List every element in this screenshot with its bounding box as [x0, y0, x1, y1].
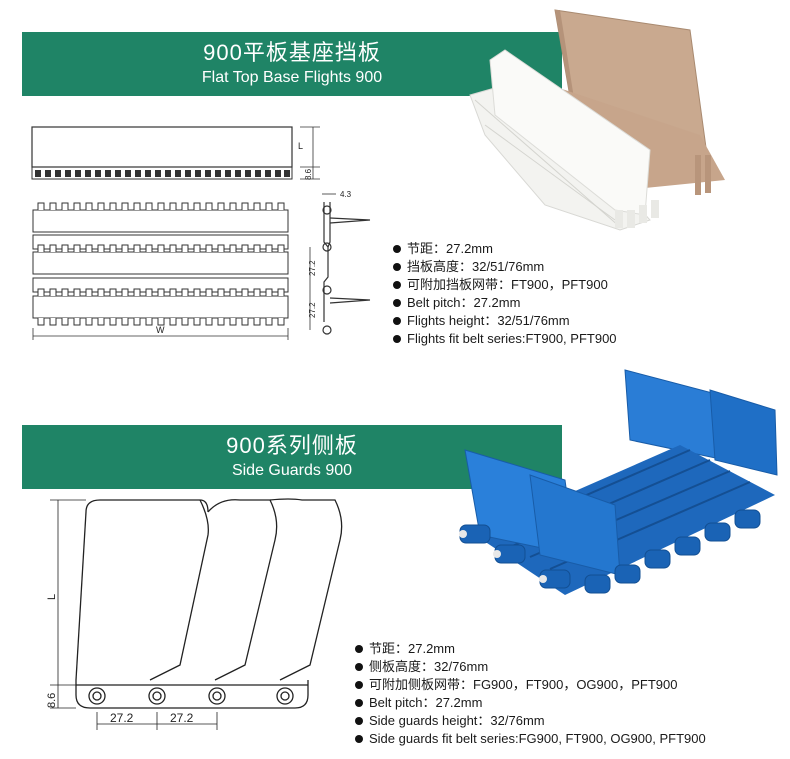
flight-profile-drawing: 4.3 27.2 27.2 [308, 190, 371, 335]
flight-dim-thick: 4.3 [340, 190, 352, 199]
spec1-series-en: Flights fit belt series:FT900, PFT900 [393, 330, 617, 348]
spec2-series-cn: 可附加侧板网带：FG900，FT900，OG900，PFT900 [355, 676, 706, 694]
spec2-pitch-cn: 节距：27.2mm [355, 640, 706, 658]
flight-dim-L: L [298, 141, 303, 151]
spec1-pitch-en: Belt pitch：27.2mm [393, 294, 617, 312]
spec2-series-en: Side guards fit belt series:FG900, FT900… [355, 730, 706, 748]
guard-dim-L: L [46, 594, 58, 600]
flight-product-photo [469, 9, 725, 231]
side-guard-product-photo [459, 369, 778, 595]
flight-top-view-drawing: W [32, 202, 289, 340]
spec2-pitch-en: Belt pitch：27.2mm [355, 694, 706, 712]
guard-dim-pitch1: 27.2 [110, 711, 134, 725]
guard-dim-pitch2: 27.2 [170, 711, 194, 725]
spec1-series-cn: 可附加挡板网带：FT900，PFT900 [393, 276, 617, 294]
section1-title-en: Flat Top Base Flights 900 [201, 69, 383, 86]
guard-dim-h: 8.6 [46, 693, 58, 708]
section1-title-cn: 900平板基座挡板 [203, 40, 381, 65]
flight-dim-pitch2: 27.2 [308, 302, 317, 318]
flight-side-view-drawing: L 8.6 [31, 126, 320, 180]
section1-spec-list: 节距：27.2mm 挡板高度：32/51/76mm 可附加挡板网带：FT900，… [393, 240, 617, 348]
side-guard-drawing: L 8.6 27.2 27.2 [46, 498, 343, 730]
section2-spec-list: 节距：27.2mm 侧板高度：32/76mm 可附加侧板网带：FG900，FT9… [355, 640, 706, 748]
spec2-height-cn: 侧板高度：32/76mm [355, 658, 706, 676]
section1-banner: 900平板基座挡板 Flat Top Base Flights 900 [22, 32, 562, 96]
spec1-pitch-cn: 节距：27.2mm [393, 240, 617, 258]
spec1-height-cn: 挡板高度：32/51/76mm [393, 258, 617, 276]
flight-dim-W: W [156, 325, 165, 335]
flight-dim-pitch1: 27.2 [308, 260, 317, 276]
flight-dim-h: 8.6 [304, 168, 313, 180]
spec1-height-en: Flights height：32/51/76mm [393, 312, 617, 330]
section2-title-en: Side Guards 900 [231, 462, 353, 479]
spec2-height-en: Side guards height：32/76mm [355, 712, 706, 730]
section2-title-cn: 900系列侧板 [226, 433, 358, 458]
